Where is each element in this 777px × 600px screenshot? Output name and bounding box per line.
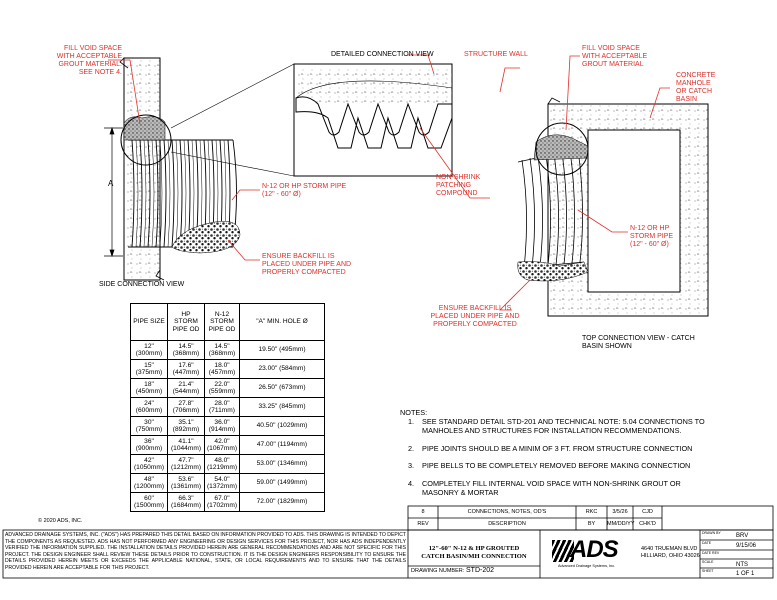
header-hp-od: HP STORM PIPE OD: [167, 303, 205, 341]
rev-header-chkd: CHK'D: [639, 521, 656, 527]
disclaimer: ADVANCED DRAINAGE SYSTEMS, INC. ("ADS") …: [5, 532, 406, 571]
drawing-number: STD-202: [466, 567, 495, 574]
side-view-title: SIDE CONNECTION VIEW: [99, 281, 185, 288]
notes-title: NOTES:: [400, 408, 428, 417]
table-row: 18" (450mm)21.4" (544mm)22.0" (559mm)26.…: [130, 378, 325, 398]
top-view-title: TOP CONNECTION VIEW - CATCH BASIN SHOWN: [582, 335, 695, 350]
label-fill-void-right: FILL VOID SPACE WITH ACCEPTABLE GROUT MA…: [582, 45, 648, 68]
table-row: 30" (750mm)35.1" (892mm)36.0" (914mm)40.…: [130, 416, 325, 436]
table-row: 24" (600mm)27.8" (706mm)28.0" (711mm)33.…: [130, 397, 325, 417]
note-1-number: 1.: [408, 417, 415, 426]
note-4-line-1: COMPLETELY FILL INTERNAL VOID SPACE WITH…: [422, 479, 681, 488]
drawing-title: 12"-60" N-12 & HP GROUTED CATCH BASIN/MH…: [421, 545, 527, 560]
header-n12-od: N-12 STORM PIPE OD: [204, 303, 240, 341]
note-3-line-1: PIPE BELLS TO BE COMPLETELY REMOVED BEFO…: [422, 461, 691, 470]
note-1-line-1: SEE STANDARD DETAIL STD-201 AND TECHNICA…: [422, 417, 705, 426]
ads-logo: ADS Advanced Drainage Systems, Inc.: [552, 536, 622, 572]
drawing-number-label: DRAWING NUMBER:: [411, 568, 465, 574]
top-connection-view: [517, 97, 709, 317]
note-2-number: 2.: [408, 444, 415, 453]
label-concrete-manhole: CONCRETE MANHOLE OR CATCH BASIN: [676, 72, 716, 103]
label-n12-left: N-12 OR HP STORM PIPE (12" - 60" Ø): [262, 183, 347, 198]
field-drawn-by: DRAWN BY BRV: [702, 531, 749, 539]
table-row: 36" (900mm)41.1" (1044mm)42.0" (1067mm)4…: [130, 435, 325, 455]
table-row: 60" (1500mm)66.3" (1684mm)67.0" (1702mm)…: [130, 492, 325, 512]
table-row: 42" (1050mm)47.7" (1212mm)48.0" (1219mm)…: [130, 454, 325, 474]
rev-header-description: DESCRIPTION: [488, 521, 526, 527]
detailed-connection-view: [170, 63, 453, 177]
address: 4640 TRUEMAN BLVD HILLIARD, OHIO 43026: [641, 546, 700, 559]
note-4-line-2: MASONRY & MORTAR: [422, 488, 499, 497]
field-date-rev: DATE REV: [702, 551, 720, 555]
label-backfill-left: ENSURE BACKFILL IS PLACED UNDER PIPE AND…: [262, 253, 352, 276]
rev-chkd: CJD: [642, 509, 653, 515]
note-3-number: 3.: [408, 461, 415, 470]
field-date: DATE 9/15/06: [702, 541, 757, 549]
header-min-hole: "A" MIN. HOLE Ø: [239, 303, 325, 341]
field-sheet: SHEET 1 OF 1: [702, 569, 755, 577]
table-row: 12" (300mm)14.5" (368mm)14.5" (368mm)19.…: [130, 340, 325, 360]
label-structure-wall: STRUCTURE WALL: [464, 51, 528, 58]
table-header-row: PIPE SIZE HP STORM PIPE OD N-12 STORM PI…: [130, 303, 325, 341]
header-pipe-size: PIPE SIZE: [130, 303, 168, 341]
copyright: © 2020 ADS, INC.: [38, 518, 83, 524]
pipe-size-table: PIPE SIZE HP STORM PIPE OD N-12 STORM PI…: [130, 303, 325, 512]
side-connection-view: [104, 57, 241, 281]
table-row: 48" (1200mm)53.6" (1361mm)54.0" (1372mm)…: [130, 473, 325, 493]
rev-header-rev: REV: [417, 521, 429, 527]
ads-logo-stripes-icon: [552, 540, 574, 562]
rev-by: RKC: [585, 509, 598, 515]
label-non-shrink: NON-SHRINK PATCHING COMPOUND: [436, 174, 481, 197]
note-1-line-2: MANHOLES AND STRUCTURES FOR INSTALLATION…: [422, 426, 682, 435]
table-row: 15" (375mm)17.6" (447mm)18.0" (457mm)23.…: [130, 359, 325, 379]
label-n12-right: N-12 OR HP STORM PIPE (12" - 60" Ø): [630, 225, 674, 248]
note-4-number: 4.: [408, 479, 415, 488]
note-2-line-1: PIPE JOINTS SHOULD BE A MINIM OF 3 FT. F…: [422, 444, 693, 453]
label-backfill-right: ENSURE BACKFILL IS PLACED UNDER PIPE AND…: [430, 305, 520, 328]
detailed-view-title: DETAILED CONNECTION VIEW: [331, 51, 434, 58]
rev-date: 3/5/26: [612, 509, 628, 515]
rev-header-date: MM/DD/YY: [607, 521, 635, 527]
dimension-a: A: [108, 179, 114, 188]
label-fill-void-left: FILL VOID SPACE WITH ACCEPTABLE GROUT MA…: [56, 45, 122, 76]
rev-number: 8: [421, 509, 425, 515]
titleblock-frame: [2, 505, 774, 579]
callout-leaders: [108, 54, 670, 311]
rev-header-by: BY: [587, 521, 596, 527]
rev-description: CONNECTIONS, NOTES, OD'S: [467, 509, 547, 515]
field-scale: SCALE NTS: [702, 560, 748, 568]
